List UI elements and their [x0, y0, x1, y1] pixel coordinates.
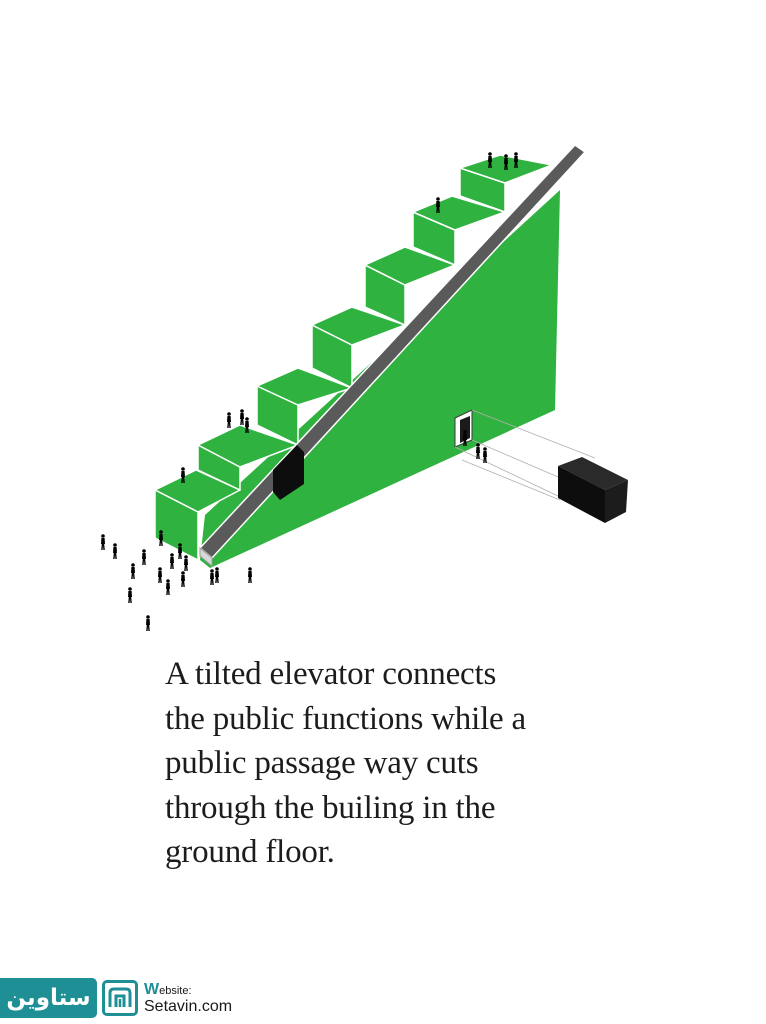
caption-line: through the builing in the: [165, 789, 496, 826]
person-figure-icon: [101, 534, 105, 550]
passage-opening-inner: [460, 416, 470, 443]
person-figure-icon: [113, 543, 117, 559]
passage-volume-side: [605, 480, 628, 523]
passage-extrusion-lines: [454, 409, 596, 501]
person-figure-icon: [170, 553, 174, 569]
person-figure-icon: [158, 567, 162, 583]
elevator-cabin: [273, 445, 304, 500]
person-figure-icon: [128, 587, 132, 603]
person-figure-icon: [210, 569, 214, 585]
tilted-elevator-diagram: [101, 144, 628, 631]
logo-website-label: Website:: [144, 980, 232, 998]
person-figure-icon: [181, 571, 185, 587]
step-1-front: [154, 489, 199, 561]
person-figure-icon: [146, 615, 150, 631]
passage-volume-top: [558, 457, 628, 490]
person-figure-icon: [215, 567, 219, 583]
person-figure-icon: [142, 549, 146, 565]
logo-website-rest: ebsite:: [159, 984, 192, 997]
logo-website-initial: W: [144, 980, 160, 998]
logo-arabic-name: ستاوین: [0, 978, 97, 1018]
public-passage: [454, 409, 628, 523]
person-figure-icon: [248, 567, 252, 583]
passage-volume-front: [558, 466, 605, 523]
logo-website-url[interactable]: Setavin.com: [144, 997, 233, 1015]
caption-line: the public functions while a: [165, 700, 526, 737]
person-figure-icon: [166, 579, 170, 595]
person-figure-icon: [483, 447, 487, 463]
diagram-caption: A tilted elevator connects the public fu…: [165, 652, 605, 875]
person-figure-icon: [184, 555, 188, 571]
person-figure-icon: [159, 530, 163, 546]
caption-line: ground floor.: [165, 834, 335, 870]
person-figure-icon: [240, 409, 244, 425]
person-figure-icon: [131, 563, 135, 579]
step-7-top: [459, 154, 553, 184]
person-figure-icon: [227, 412, 231, 428]
logo-mark-icon: [102, 980, 138, 1016]
person-figure-icon: [178, 543, 182, 559]
elevator-track-end: [199, 546, 213, 568]
stair-steps: [154, 154, 553, 561]
caption-line: public passage way cuts: [165, 745, 479, 781]
caption-line: A tilted elevator connects: [165, 656, 497, 692]
building-mass: [154, 154, 560, 568]
tilted-elevator: [198, 144, 587, 568]
person-figure-icon: [476, 443, 480, 459]
setavin-logo[interactable]: ستاوین Website: Setavin.com: [0, 978, 232, 1018]
